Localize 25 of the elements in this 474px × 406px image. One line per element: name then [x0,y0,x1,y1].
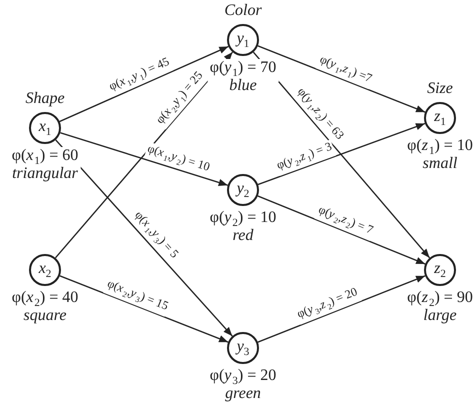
node-variable: y$_{3}$ [236,338,250,358]
node-circle [29,254,61,286]
arrow [55,139,233,337]
arrow [252,52,430,258]
arrow [60,132,228,186]
node-variable: z$_{1}$ [434,108,446,128]
node-variable: z$_{2}$ [434,260,446,280]
arrow [59,46,229,122]
arrow [258,275,426,343]
node-heading: Color [224,2,262,20]
node-variable: y$_{2}$ [236,180,250,200]
arrow [60,275,228,343]
node-variable: y$_{1}$ [236,30,250,50]
arrow [258,45,426,113]
node-circle [424,254,456,286]
node-category: triangular [10,165,80,183]
arrow [258,195,426,265]
node-variable: x$_{1}$ [38,118,52,138]
node-circle [227,332,259,364]
node-variable: x$_{2}$ [38,260,52,280]
arrow [258,122,426,186]
node-circle [227,174,259,206]
node-heading: Size [427,80,453,98]
node-heading: Shape [25,90,65,108]
node-category: large [421,307,459,325]
